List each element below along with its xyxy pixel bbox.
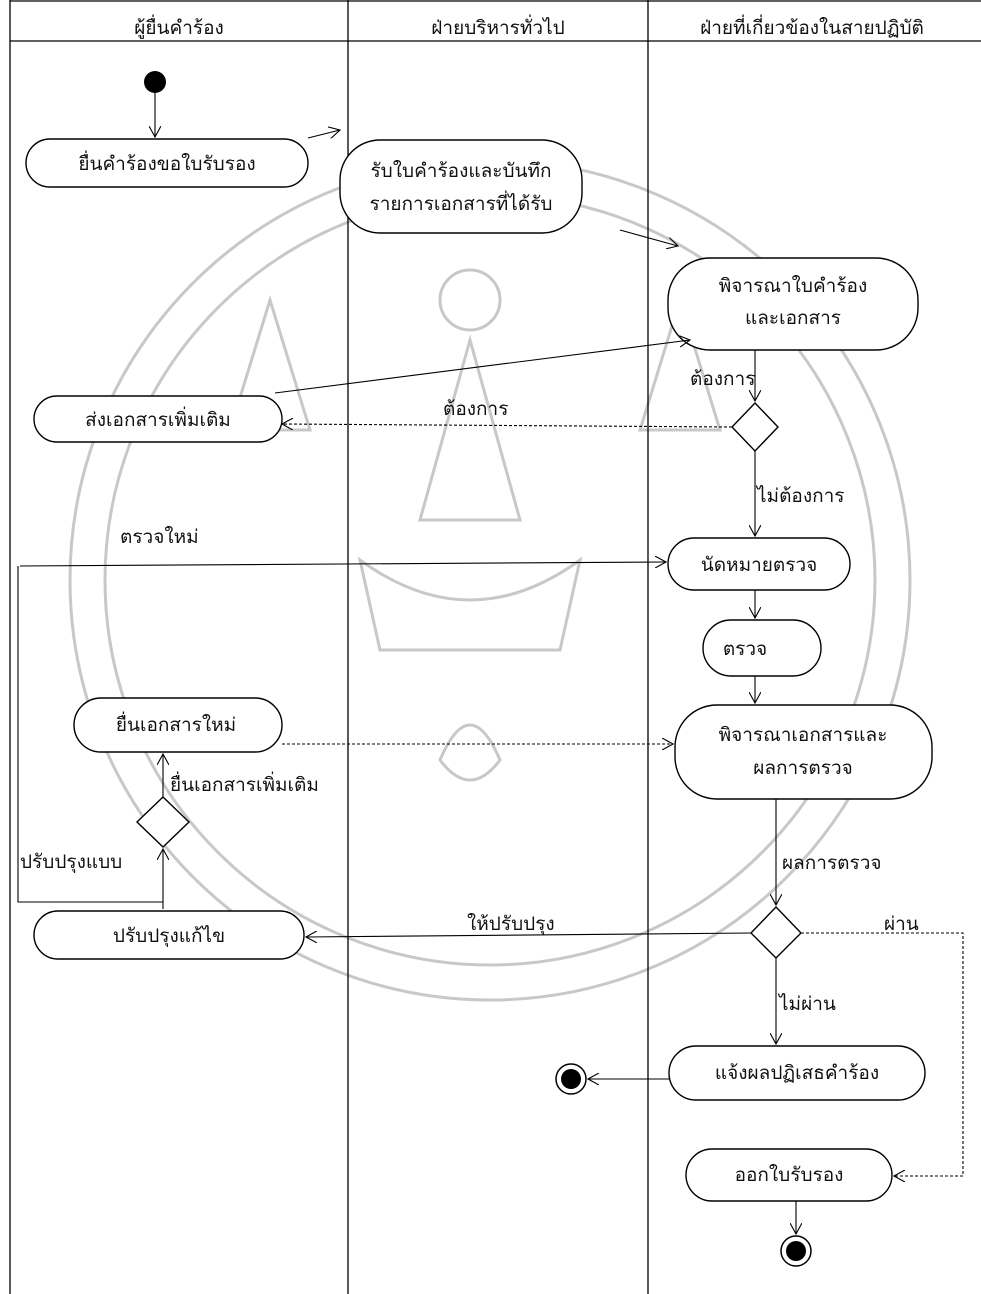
- activity-notify-rejection-label: แจ้งผลปฏิเสธคำร้อง: [715, 1062, 879, 1084]
- guard-inspection-result: ผลการตรวจ: [782, 852, 882, 874]
- activity-review-results-line2: ผลการตรวจ: [753, 757, 853, 779]
- activity-issue-certificate-label: ออกใบรับรอง: [735, 1164, 844, 1186]
- guard-fail: ไม่ผ่าน: [777, 993, 836, 1015]
- lane-title-general-admin: ฝ่ายบริหารทั่วไป: [431, 14, 564, 39]
- activity-schedule-inspection: [667, 537, 851, 591]
- guard-needs-improvement: ให้ปรับปรุง: [467, 913, 555, 936]
- edges: [17, 93, 964, 1234]
- decision-resubmit: [135, 796, 191, 848]
- lane-title-applicant: ผู้ยื่นคำร้อง: [134, 14, 224, 39]
- activity-review-request-line1: พิจารณาใบคำร้อง: [719, 275, 867, 297]
- activity-submit-request-label: ยื่นคำร้องขอใบรับรอง: [78, 150, 255, 175]
- activity-review-results: [674, 704, 933, 800]
- decision-inspection-result: [750, 905, 802, 959]
- activity-improve-fix: [33, 910, 305, 960]
- activity-review-request: [667, 257, 919, 351]
- activity-receive-record: [339, 139, 583, 234]
- activity-receive-record-line1: รับใบคำร้องและบันทึก: [370, 160, 551, 182]
- activity-receive-record-line2: รายการเอกสารที่ได้รับ: [370, 190, 553, 215]
- guard-improve-plan: ปรับปรุงแบบ: [20, 851, 122, 874]
- final-node-issued: [780, 1235, 812, 1267]
- activity-review-request-line2: และเอกสาร: [745, 307, 841, 329]
- activity-issue-certificate: [685, 1148, 893, 1202]
- decision-docs-required: [731, 401, 779, 453]
- activity-submit-new-docs-label: ยื่นเอกสารใหม่: [116, 711, 236, 736]
- guard-reinspect: ตรวจใหม่: [120, 526, 199, 548]
- activity-submit-new-docs: [73, 697, 283, 753]
- guard-pass: ผ่าน: [884, 913, 919, 935]
- activity-review-results-line1: พิจารณาเอกสารและ: [719, 724, 888, 746]
- activity-schedule-inspection-label: นัดหมายตรวจ: [701, 554, 818, 576]
- activity-submit-request: [25, 138, 309, 188]
- lane-title-operations: ฝ่ายที่เกี่ยวข้องในสายปฏิบัติ: [700, 14, 924, 39]
- guard-required-left: ต้องการ: [443, 398, 508, 420]
- final-node-rejection: [555, 1063, 587, 1095]
- activity-improve-fix-label: ปรับปรุงแก้ไข: [113, 925, 225, 948]
- guard-submit-additional-docs: ยื่นเอกสารเพิ่มเติม: [170, 771, 319, 796]
- initial-node: [144, 71, 166, 93]
- activity-inspect-label: ตรวจ: [723, 638, 767, 660]
- activity-inspect: [702, 619, 822, 677]
- guard-required-top: ต้องการ: [690, 368, 755, 390]
- activity-notify-rejection: [668, 1045, 926, 1101]
- activity-send-more-docs-label: ส่งเอกสารเพิ่มเติม: [85, 406, 231, 431]
- guard-not-required: ไม่ต้องการ: [755, 485, 845, 507]
